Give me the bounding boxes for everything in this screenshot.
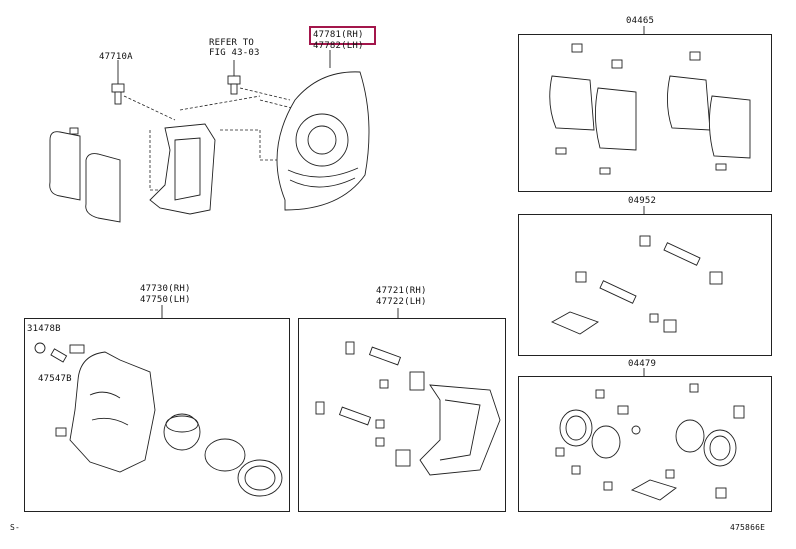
- mounting-box: [298, 318, 506, 512]
- highlight-47781[interactable]: [309, 26, 376, 45]
- bolt-part: [111, 83, 125, 105]
- dust-cover-part: [276, 71, 370, 211]
- label-47547b[interactable]: 47547B: [38, 374, 72, 384]
- label-04952[interactable]: 04952: [628, 196, 657, 206]
- label-47722[interactable]: 47722(LH): [376, 297, 427, 307]
- caliper-assembly: [34, 342, 283, 497]
- caliper-bracket: [149, 123, 216, 215]
- cylinder-kit-box: [518, 376, 772, 512]
- label-31478b[interactable]: 31478B: [27, 324, 61, 334]
- footer-left-code: S-: [10, 523, 21, 532]
- label-47710a[interactable]: 47710A: [99, 52, 133, 62]
- guide-lines: [123, 95, 261, 191]
- label-47721[interactable]: 47721(RH): [376, 286, 427, 296]
- caliper-box: [24, 318, 290, 512]
- label-refer-line1: REFER TO: [209, 38, 254, 48]
- label-47750[interactable]: 47750(LH): [140, 295, 191, 305]
- pad-kit-box: [518, 34, 772, 192]
- label-04465[interactable]: 04465: [626, 16, 655, 26]
- label-refer-line2[interactable]: FIG 43-03: [209, 48, 260, 58]
- bolt-refer-part: [227, 75, 241, 95]
- support-kit-box: [518, 214, 772, 356]
- brake-pad-left: [49, 127, 121, 223]
- footer-right-code: 475866E: [730, 523, 766, 532]
- pad-kit-parts: [549, 43, 751, 175]
- mounting-parts: [315, 341, 501, 476]
- label-04479[interactable]: 04479: [628, 359, 657, 369]
- support-kit-parts: [550, 235, 723, 335]
- label-47781[interactable]: 47781(RH): [313, 30, 364, 40]
- label-47782[interactable]: 47782(LH): [313, 41, 364, 51]
- label-47730[interactable]: 47730(RH): [140, 284, 191, 294]
- cylinder-kit-parts: [555, 383, 745, 501]
